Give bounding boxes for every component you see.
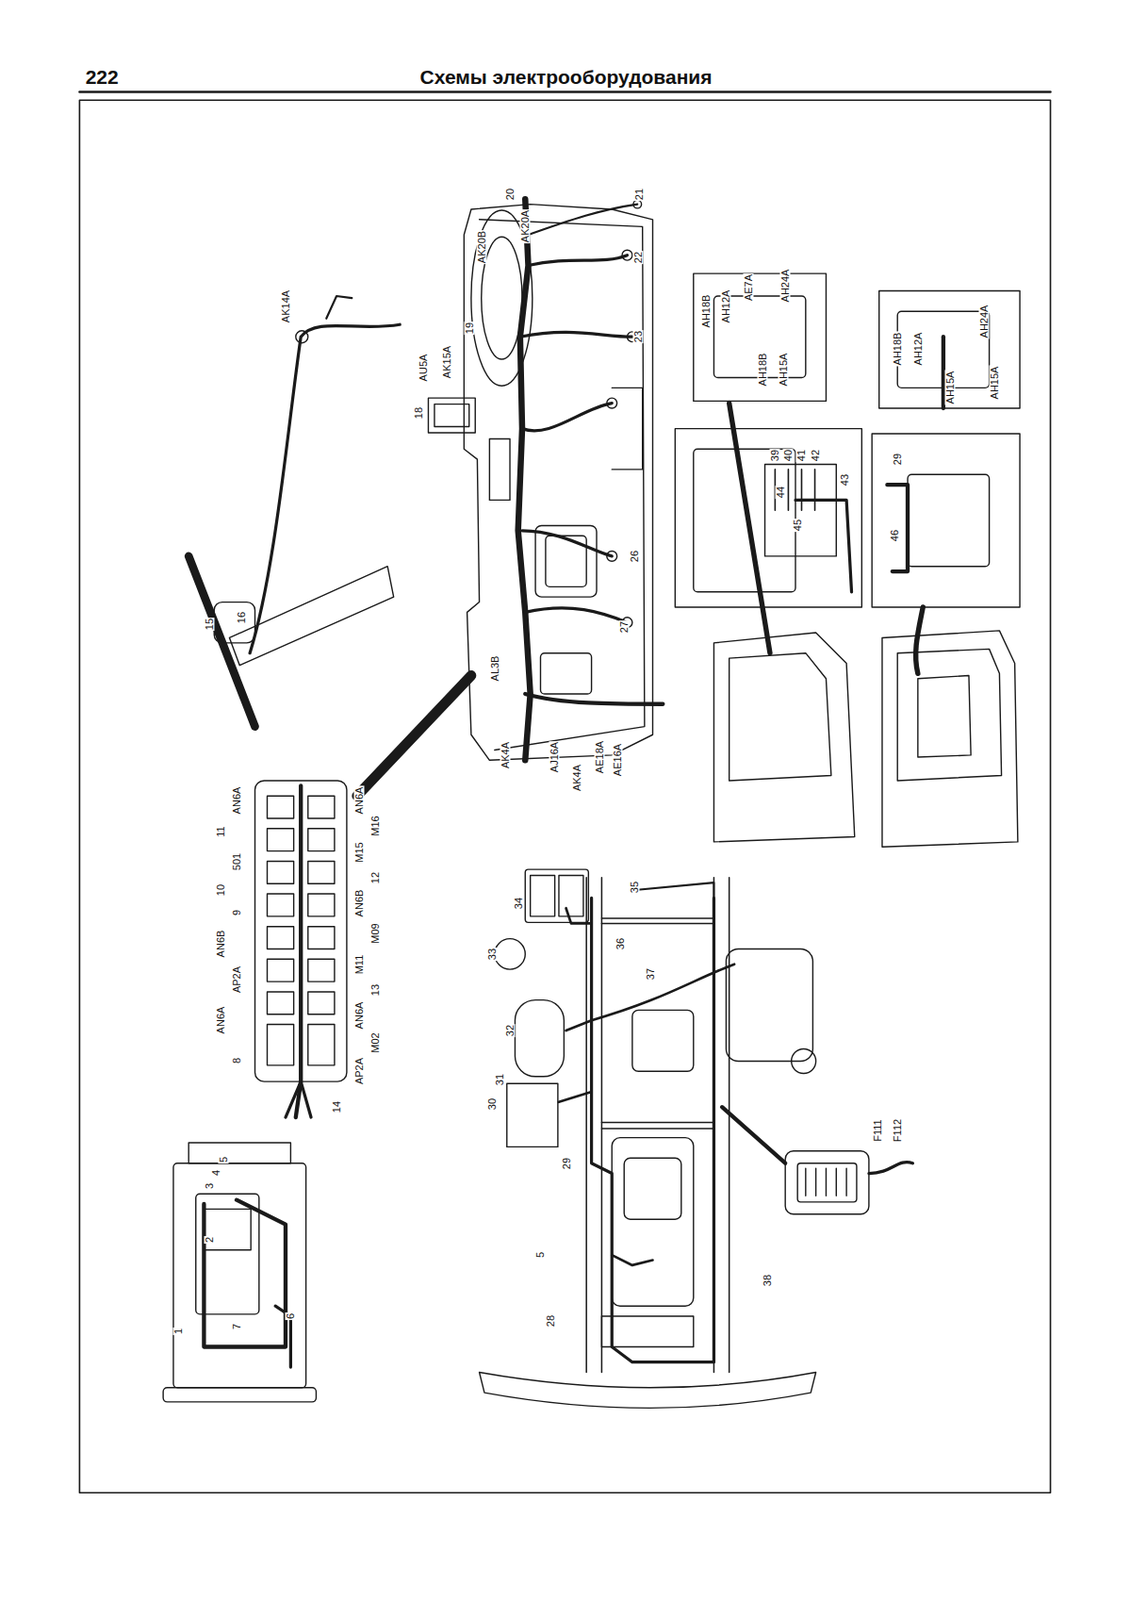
callout-label: AH15A <box>989 364 1000 400</box>
callout-label: 33 <box>486 947 497 961</box>
callout-label: 43 <box>838 472 850 486</box>
callout-label: 501 <box>231 852 243 871</box>
callout-label: 42 <box>809 447 820 461</box>
callout-label: 18 <box>412 406 424 420</box>
callout-label: 5 <box>217 1155 229 1164</box>
callout-label: 4 <box>211 1168 222 1177</box>
callout-label: AK4A <box>499 740 510 770</box>
callout-label: 22 <box>633 250 644 264</box>
callout-label: AN6B <box>353 887 364 918</box>
callout-label: 32 <box>505 1023 516 1037</box>
callout-label: AN6A <box>231 786 243 816</box>
callout-label: 28 <box>545 1313 557 1328</box>
page-number: 222 <box>85 66 119 87</box>
callout-label: AN6A <box>214 1005 226 1035</box>
callout-label: 13 <box>370 982 381 996</box>
callout-label: 29 <box>892 452 903 466</box>
callout-label: AN6A <box>353 999 364 1030</box>
callout-label: 12 <box>370 869 381 884</box>
callout-label: 27 <box>619 620 630 634</box>
callout-label: AH15A <box>778 351 789 387</box>
callout-label: 5 <box>535 1250 546 1259</box>
callout-label: 21 <box>634 186 645 200</box>
callout-label: 15 <box>203 617 214 631</box>
callout-label: 44 <box>774 484 786 498</box>
callout-label: 19 <box>463 321 475 335</box>
callout-label: 10 <box>214 882 226 896</box>
callout-label: 41 <box>796 447 807 461</box>
callout-label: F112 <box>892 1117 903 1143</box>
callout-label: AH12A <box>912 331 923 367</box>
page-title: Схемы электрооборудования <box>420 66 713 87</box>
callout-label: 26 <box>629 549 640 563</box>
callout-label: 34 <box>512 895 524 909</box>
callout-label: AK20B <box>475 229 487 264</box>
callout-label: 3 <box>203 1181 214 1190</box>
callout-label: F111 <box>871 1117 883 1142</box>
callout-label: M15 <box>353 840 364 863</box>
callout-label: 16 <box>236 610 247 624</box>
callout-label: AH18B <box>757 351 769 387</box>
callout-label: AH18B <box>892 331 903 367</box>
callout-label: 7 <box>231 1322 243 1330</box>
callout-label: AK14A <box>279 288 291 323</box>
callout-label: AH18B <box>700 294 711 329</box>
callout-label: M09 <box>370 921 381 944</box>
callout-label: 2 <box>203 1235 214 1244</box>
callout-label: 1 <box>173 1327 184 1335</box>
callout-label: AH24A <box>979 303 990 339</box>
callout-label: AE16A <box>611 742 623 777</box>
callout-label: 38 <box>761 1273 772 1287</box>
callout-label: 9 <box>231 908 243 917</box>
callout-label: M02 <box>370 1031 381 1053</box>
callout-label: 30 <box>486 1097 497 1111</box>
callout-label: AK20A <box>520 209 531 244</box>
callout-label: 31 <box>494 1072 506 1086</box>
callout-label: 6 <box>285 1311 296 1320</box>
callout-label: AK4A <box>572 762 583 791</box>
callout-label: AP2A <box>231 965 243 994</box>
callout-label: M11 <box>353 952 364 975</box>
callout-label: 36 <box>614 936 625 951</box>
callout-label: AP2A <box>353 1056 364 1085</box>
callout-label: AJ16A <box>548 740 559 773</box>
callout-label: AH15A <box>945 370 956 406</box>
callout-label: 45 <box>792 518 804 532</box>
callout-label: AU5A <box>418 352 429 382</box>
callout-label: 23 <box>633 329 644 344</box>
callout-label: 8 <box>231 1056 243 1065</box>
callout-label: AN6B <box>214 929 226 959</box>
callout-label: 37 <box>645 967 656 981</box>
callout-label: M16 <box>370 815 381 837</box>
callout-label: 39 <box>770 447 781 461</box>
callout-label: AH24A <box>780 268 791 304</box>
callout-label: AL3B <box>489 654 500 682</box>
callout-label: 20 <box>505 186 516 200</box>
callout-label: AN6A <box>353 786 364 816</box>
callout-label: AK15A <box>441 344 452 379</box>
callout-label: 35 <box>629 880 640 894</box>
callout-label: AE7A <box>743 273 754 302</box>
callout-label: AE18A <box>594 739 606 774</box>
callout-label: AH12A <box>721 288 732 324</box>
callout-label: 11 <box>214 824 226 837</box>
callout-label: 14 <box>331 1099 343 1114</box>
callout-label: 29 <box>560 1155 572 1169</box>
callout-label: 46 <box>888 528 900 542</box>
callout-label: 40 <box>783 447 794 461</box>
